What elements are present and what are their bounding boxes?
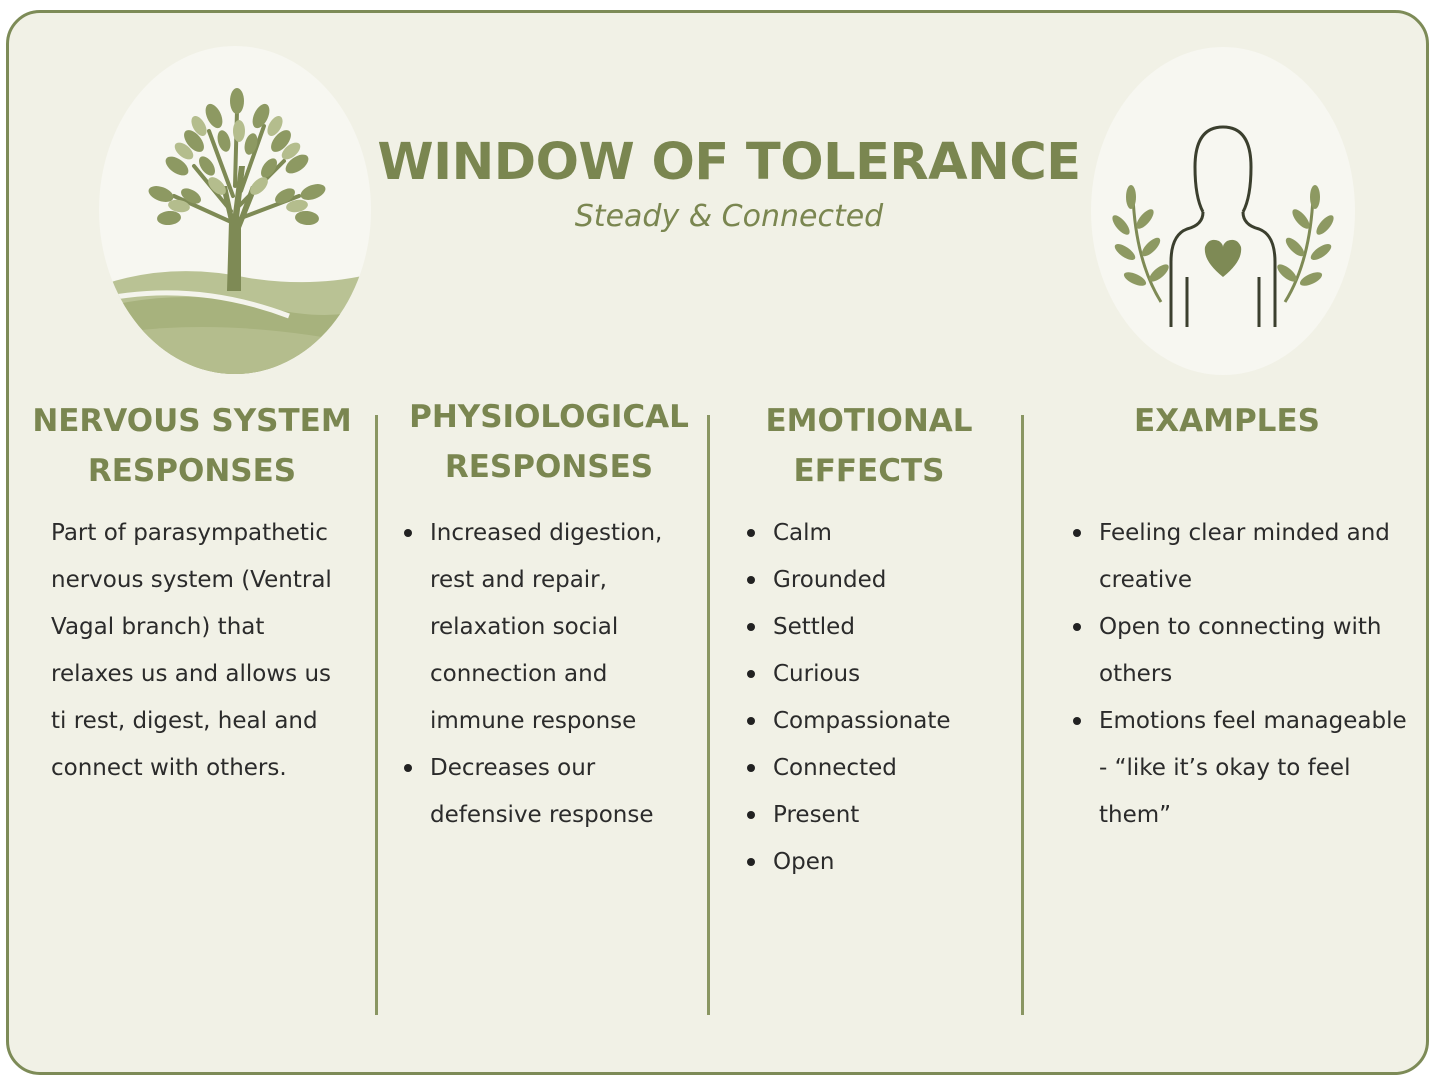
- list-item: Connected: [745, 745, 1015, 792]
- emotional-list: Calm Grounded Settled Curious Compassion…: [745, 510, 1015, 886]
- list-item: Present: [745, 792, 1015, 839]
- person-with-heart-and-laurels-icon: [1112, 125, 1334, 327]
- list-item: Open to connecting with others: [1071, 604, 1411, 698]
- list-item: Emotions feel manageable - “like it’s ok…: [1071, 698, 1411, 839]
- page-subtitle: Steady & Connected: [574, 199, 884, 234]
- examples-list: Feeling clear minded and creative Open t…: [1071, 510, 1411, 839]
- physiological-list: Increased digestion, rest and repair, re…: [402, 510, 692, 839]
- emotional-heading: EMOTIONAL EFFECTS: [765, 403, 973, 489]
- tree-on-hills-icon: [99, 88, 371, 374]
- list-item: Open: [745, 839, 1015, 886]
- physiological-heading: PHYSIOLOGICAL RESPONSES: [409, 399, 689, 485]
- list-item: Decreases our defensive response: [402, 745, 692, 839]
- list-item: Feeling clear minded and creative: [1071, 510, 1411, 604]
- tree-medallion: [99, 46, 371, 374]
- list-item: Curious: [745, 651, 1015, 698]
- window-of-tolerance-card: WINDOW OF TOLERANCE Steady & Connected: [6, 10, 1429, 1075]
- column-divider: [707, 415, 710, 1015]
- list-item: Compassionate: [745, 698, 1015, 745]
- person-medallion: [1091, 47, 1355, 375]
- nervous-system-text: Part of parasympathetic nervous system (…: [51, 520, 332, 781]
- column-divider: [1021, 415, 1024, 1015]
- list-item: Increased digestion, rest and repair, re…: [402, 510, 692, 745]
- list-item: Settled: [745, 604, 1015, 651]
- list-item: Calm: [745, 510, 1015, 557]
- column-divider: [375, 415, 378, 1015]
- page-title: WINDOW OF TOLERANCE: [377, 133, 1081, 192]
- nervous-system-heading: NERVOUS SYSTEM RESPONSES: [32, 403, 352, 489]
- examples-heading: EXAMPLES: [1134, 403, 1320, 439]
- list-item: Grounded: [745, 557, 1015, 604]
